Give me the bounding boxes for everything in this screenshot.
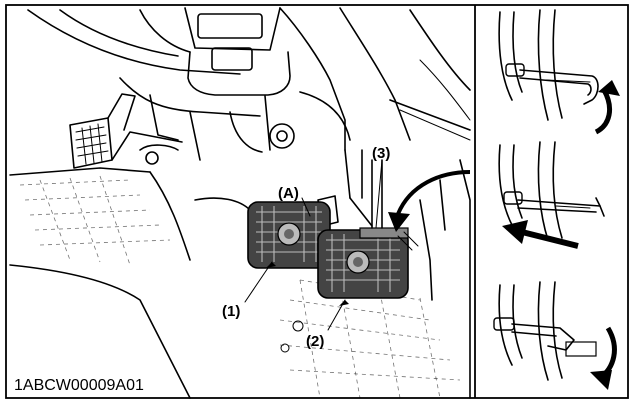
dashboard [27,7,471,161]
curved-arrow-icon [388,170,471,232]
label-3: (3) [372,145,390,162]
figure-code: 1ABCW00009A01 [14,377,144,394]
step-1 [498,9,620,135]
sequence-panels [493,9,620,390]
label-2: (2) [306,333,324,350]
main-panel: (A) (1) (2) (3) 1ABCW00009A01 [9,7,471,399]
pedal-1 [247,195,339,269]
pedal-2 [317,197,409,299]
figure-frame [5,4,629,399]
label-1: (1) [222,303,240,320]
lock-pin-3 [359,159,419,251]
step-2 [498,141,605,249]
straight-arrow-icon [502,220,579,249]
step-3 [493,281,617,390]
label-a: (A) [278,185,299,202]
left-pedal [69,93,183,169]
latch-pin-icon [493,317,597,357]
curved-arrow-icon [590,326,617,390]
curved-arrow-icon [594,80,620,135]
leader-lines [244,159,383,331]
